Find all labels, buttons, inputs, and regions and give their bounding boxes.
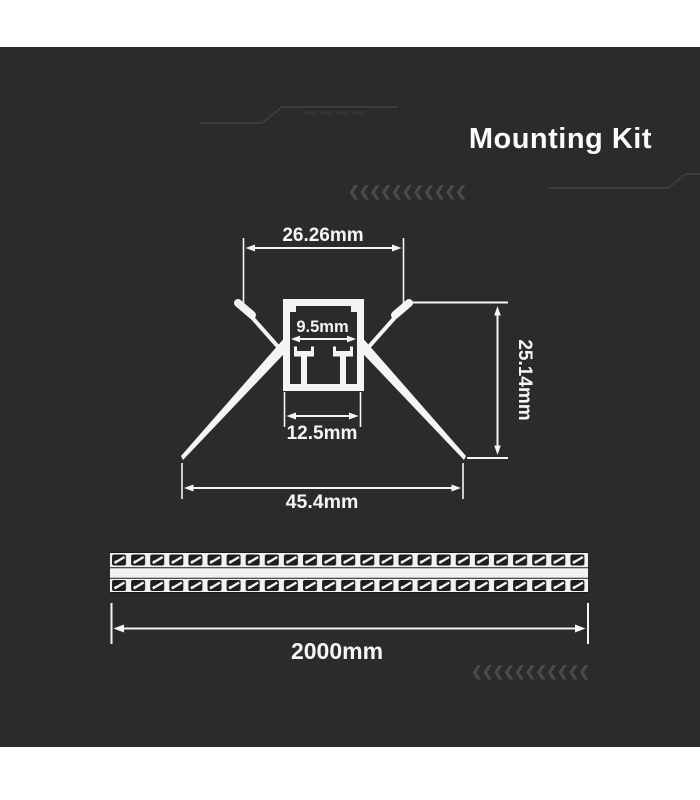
profile-strip-bottom — [110, 578, 588, 593]
dimension-height: 25.14mm — [412, 301, 535, 459]
dim-height-label: 25.14mm — [514, 339, 535, 420]
dimension-base-width: 12.5mm — [283, 392, 362, 444]
product-title: Mounting Kit — [468, 123, 652, 155]
circuit-tick — [321, 111, 333, 115]
spring-leg-left — [181, 327, 300, 460]
profile-length-strips — [110, 552, 588, 593]
housing-lip-right — [351, 306, 358, 312]
dimension-top-width: 26.26mm — [242, 225, 405, 309]
circuit-tick — [353, 111, 365, 115]
housing-lip-left — [289, 306, 296, 312]
dim-length-label: 2000mm — [291, 638, 383, 664]
dimension-inner-width: 9.5mm — [291, 318, 356, 343]
circuit-tick — [305, 111, 317, 115]
spring-wire-left — [247, 312, 291, 361]
spring-leg-right — [347, 327, 466, 460]
dim-flange-width-label: 45.4mm — [286, 491, 359, 513]
technical-drawing-svg: 26.26mm 9.5mm 12.5mm — [110, 106, 700, 664]
profile-cross-section — [181, 299, 466, 460]
image-panel: Mounting Kit ❮❮❮❮❮❮❮❮❮❮❮ ❮❮❮❮❮❮❮❮❮❮❮ — [0, 47, 700, 747]
circuit-tick — [337, 111, 349, 115]
dimension-length: 2000mm — [110, 603, 589, 664]
dim-top-width-label: 26.26mm — [282, 225, 363, 246]
dim-base-width-label: 12.5mm — [287, 423, 358, 444]
circuit-decoration-right — [548, 173, 700, 189]
profile-housing — [283, 299, 364, 391]
profile-strip-top — [110, 552, 588, 568]
dimension-flange-width: 45.4mm — [181, 463, 464, 513]
spring-wire-right — [356, 312, 400, 361]
led-channel — [294, 346, 353, 385]
circuit-decoration-left — [200, 106, 398, 124]
chevron-decoration-top: ❮❮❮❮❮❮❮❮❮❮❮ — [348, 183, 467, 199]
chevron-decoration-bottom: ❮❮❮❮❮❮❮❮❮❮❮ — [471, 663, 590, 679]
dim-inner-width-label: 9.5mm — [296, 318, 348, 336]
